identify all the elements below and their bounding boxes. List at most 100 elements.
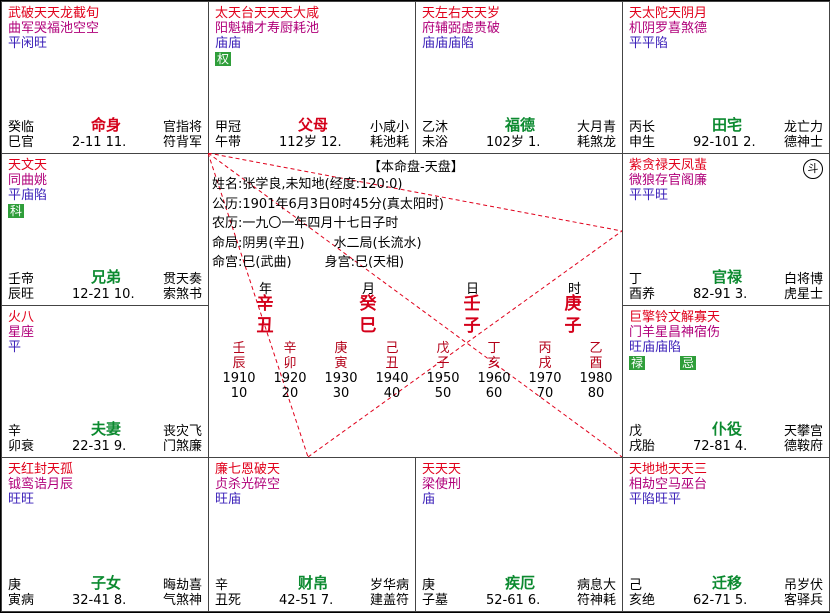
pillar-zhi-year: 丑	[256, 316, 274, 336]
minor-star: 神	[189, 593, 203, 608]
aux-stars: 星座	[8, 325, 35, 340]
gan-row: 癸临	[8, 120, 34, 135]
stem: 庚	[422, 578, 436, 593]
age-range: 62-71 5.	[693, 593, 748, 608]
brightness: 旺旺	[8, 492, 35, 507]
minor-row-top: 岁华病	[370, 578, 409, 593]
gan-row: 甲冠	[215, 120, 241, 135]
minor-star: 劫	[176, 578, 190, 593]
minor-star: 小	[370, 120, 384, 135]
age-range: 92-101 2.	[693, 135, 756, 150]
minor-row-top: 贯天奏	[163, 272, 202, 287]
minor-star: 煞	[590, 135, 604, 150]
aux-stars: 阳魁辅才寿厨耗池	[215, 21, 320, 36]
birth-info: 姓名:张学良,未知地(经度:120:0) 公历:1901年6月3日0时45分(真…	[212, 175, 444, 273]
age-range: 12-21 10.	[72, 287, 135, 302]
age-range: 52-61 6.	[486, 593, 541, 608]
minor-stars: 龙亡力德神士	[784, 120, 823, 150]
palace-name: 官禄	[711, 268, 742, 286]
sihua-badge: 权	[215, 52, 232, 66]
dayun-zhi: 酉	[589, 356, 603, 371]
gan-row: 丁	[629, 272, 655, 287]
minor-star: 咸	[383, 120, 397, 135]
branch: 丑	[215, 593, 229, 608]
branch: 卯	[8, 439, 22, 454]
stem: 丙	[629, 120, 643, 135]
branch: 未	[422, 135, 436, 150]
star-block: 火八星座平	[8, 310, 34, 355]
brightness: 平陷旺平	[629, 492, 682, 507]
stage-2: 旺	[21, 287, 35, 302]
minor-star: 灾	[176, 424, 190, 439]
minor-star: 建	[370, 593, 384, 608]
minor-row-top: 官指将	[163, 120, 202, 135]
minor-star: 耗	[577, 135, 591, 150]
minor-star: 喜	[189, 578, 203, 593]
branch: 子	[422, 593, 436, 608]
gan-row: 辛	[215, 578, 241, 593]
stage-1: 帝	[21, 272, 35, 287]
brightness: 旺庙	[215, 492, 242, 507]
minor-star: 病	[396, 578, 410, 593]
star-block: 天地地天天三相劫空马巫台平陷旺平	[629, 462, 707, 507]
pillar-gan-day: 壬	[463, 294, 481, 314]
star-block: 廉七恩破天贞杀光碎空旺庙	[215, 462, 280, 507]
minor-row-bottom: 德鞍府	[784, 439, 823, 454]
aux-stars: 微狼存官阁廉	[629, 173, 708, 188]
minor-star: 龙	[784, 120, 798, 135]
minor-stars: 晦劫喜气煞神	[163, 578, 202, 608]
minor-star: 煞	[176, 439, 190, 454]
sihua-badge: 科	[8, 204, 25, 218]
brightness: 庙庙庙陷	[422, 36, 475, 51]
zhi-row: 子墓	[422, 593, 448, 608]
minor-stars: 岁华病建盖符	[370, 578, 409, 608]
branch: 申	[629, 135, 643, 150]
dayun-gan: 庚	[334, 341, 348, 356]
minor-star: 官	[163, 120, 177, 135]
aux-stars: 同曲姚	[8, 173, 48, 188]
minor-star: 士	[810, 135, 824, 150]
ganzhi-stage: 庚寅病	[8, 578, 34, 608]
minor-star: 华	[383, 578, 397, 593]
main-stars: 天地地天天三	[629, 462, 708, 477]
minor-star: 门	[163, 439, 177, 454]
minor-star: 龙	[603, 135, 617, 150]
ganzhi-stage: 壬帝辰旺	[8, 272, 34, 302]
minor-star: 将	[797, 272, 811, 287]
star-block: 太天台天天天大咸阳魁辅才寿厨耗池庙庙权	[215, 6, 319, 68]
star-block: 天红封天孤钺鸾诰月辰旺旺	[8, 462, 73, 507]
branch: 辰	[8, 287, 22, 302]
stage-2: 养	[642, 287, 656, 302]
minor-star: 气	[163, 593, 177, 608]
minor-stars: 小咸小耗池耗	[370, 120, 409, 150]
minor-star: 息	[590, 578, 604, 593]
zhi-row: 亥绝	[629, 593, 655, 608]
dayun-age: 80	[587, 386, 605, 401]
stage-2: 官	[21, 135, 35, 150]
chart-title: 【本命盘-天盘】	[368, 160, 464, 175]
dayun-year: 1970	[528, 371, 562, 386]
stem: 庚	[8, 578, 22, 593]
minor-row-bottom: 耗池耗	[370, 135, 409, 150]
dou-badge[interactable]: 斗	[803, 159, 823, 179]
dayun-zhi: 丑	[385, 356, 399, 371]
minor-star: 飞	[189, 424, 203, 439]
minor-star: 天	[176, 272, 190, 287]
dayun-gan: 乙	[589, 341, 603, 356]
stage-2: 死	[228, 593, 242, 608]
minor-stars: 吊岁伏客驿兵	[784, 578, 823, 608]
brightness: 平平旺	[629, 188, 669, 203]
